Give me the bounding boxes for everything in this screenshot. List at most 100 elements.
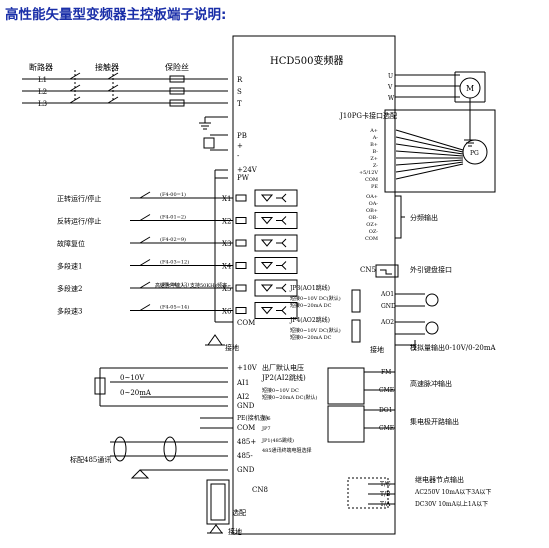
- freq-div-term: OB+: [366, 208, 378, 214]
- contactor-label: 接触器: [95, 62, 119, 72]
- phase-l1: L1: [38, 76, 47, 84]
- freq-div-term: OZ-: [369, 229, 379, 235]
- jp2-label: JP2(AI2跳线): [261, 373, 306, 382]
- term-tb: T/B: [380, 491, 391, 498]
- encoder-term: B-: [373, 149, 379, 155]
- jp7-label: JP7: [261, 426, 271, 432]
- term-do1: DO1: [379, 407, 393, 414]
- term-v: V: [387, 84, 393, 91]
- freq-div-term: OZ+: [366, 222, 378, 228]
- di-label: 多段速2: [57, 284, 82, 293]
- term-gnd2: GND: [237, 466, 255, 474]
- encoder-symbol: PG: [470, 150, 479, 157]
- term-com2: COM: [237, 424, 255, 432]
- term-gnd: GND: [237, 402, 255, 410]
- jp1-label: JP1(485跳线): [261, 437, 294, 444]
- di-func: (F4-03=12): [160, 259, 189, 266]
- jp2-opt1: 短接0~10V DC: [262, 387, 299, 394]
- freq-div-label: 分频输出: [410, 213, 438, 222]
- keypad-label: 外引键盘接口: [410, 265, 452, 274]
- di-label: 正转运行/停止: [57, 194, 101, 203]
- jp4-label: JP4(AO2跳线): [289, 316, 330, 324]
- phase-l2: L2: [38, 88, 47, 96]
- term-t: T: [237, 100, 242, 108]
- encoder-term: PE: [371, 184, 378, 190]
- term-tc: T/C: [380, 481, 391, 488]
- fuse-label: 保险丝: [165, 62, 189, 72]
- di-term: X6: [222, 308, 232, 316]
- di-func: (F4-04=13): [160, 281, 189, 288]
- jp3-opt1: 短接0~10V DC(默认): [290, 295, 341, 302]
- di-label: 多段速1: [57, 262, 82, 271]
- term-pb: PB: [237, 132, 247, 140]
- jp3-opt2: 短接0~20mA DC: [290, 302, 332, 309]
- term-fm: FM: [381, 369, 391, 376]
- relay-spec-dc: DC30V 10mA以上1A以下: [415, 500, 488, 508]
- option-label: 选配: [232, 508, 246, 517]
- analog-out-label: 模拟量输出0-10V/0-20mA: [410, 343, 497, 352]
- di-term: X1: [222, 195, 231, 203]
- di-func: (F4-02=9): [160, 236, 186, 243]
- term-485n: 485-: [237, 452, 253, 460]
- di-term: X3: [222, 240, 231, 248]
- encoder-term: +5/12V: [359, 170, 378, 176]
- pulse-out-label: 高速脉冲输出: [410, 379, 452, 388]
- freq-div-term: OA+: [366, 194, 378, 200]
- phase-l3: L3: [38, 100, 47, 108]
- cn8-label: CN8: [252, 486, 268, 494]
- term-ai1: AI1: [236, 379, 249, 387]
- page-title: 高性能矢量型变频器主控板端子说明:: [5, 7, 227, 23]
- di-term: X5: [222, 285, 231, 293]
- relay-spec-ac: AC250V 10mA以下3A以下: [414, 489, 491, 496]
- term-ao1: AO1: [380, 291, 394, 298]
- pg-label: J10PG卡接口选配: [339, 111, 397, 120]
- di-label: 故障复位: [57, 239, 85, 248]
- pe-label: PE(接机壳): [237, 414, 268, 422]
- di-label: 多段速3: [57, 307, 82, 316]
- jp4-opt1: 短接0~10V DC(默认): [290, 327, 341, 334]
- term-cme: CME: [379, 387, 394, 394]
- cn5-label: CN5: [360, 266, 376, 274]
- term-r: R: [237, 76, 243, 84]
- ai-range2: 0~20mA: [120, 389, 152, 397]
- freq-div-term: OA-: [369, 201, 379, 207]
- jp4-opt2: 短接0~20mA DC: [290, 334, 332, 341]
- term-plus: +: [237, 142, 243, 150]
- x5-note: 高速脉冲输入，支持50KHz频率: [155, 282, 227, 289]
- inverter-model: HCD500变频器: [270, 54, 343, 67]
- term-minus: -: [237, 152, 240, 160]
- oc-out-label: 集电极开路输出: [410, 417, 459, 426]
- freq-div-term: OB-: [368, 215, 378, 221]
- term-24v: +24V: [237, 166, 258, 174]
- ground2-label: 接地: [228, 527, 242, 536]
- term-s: S: [237, 88, 242, 96]
- encoder-term: Z+: [370, 156, 378, 162]
- factory-default: 出厂默认电压: [262, 363, 304, 372]
- ai-range1: 0~10V: [120, 374, 145, 382]
- term-ai2: AI2: [236, 393, 249, 401]
- encoder-term: A+: [369, 128, 378, 134]
- freq-div-term: COM: [365, 236, 378, 242]
- encoder-term: B+: [370, 142, 378, 148]
- rs485-label: 标配485通讯: [70, 455, 111, 464]
- term-pw: PW: [237, 174, 250, 182]
- term-ta: T/A: [380, 501, 391, 508]
- term-w: W: [388, 95, 395, 102]
- jp3-label: JP3(AO1跳线): [289, 284, 330, 292]
- jp2-opt2: 短接0~20mA DC(默认): [262, 394, 317, 401]
- term-gnd3: GND: [381, 303, 396, 310]
- di-func: (F4-05=14): [160, 304, 189, 311]
- di-func: (F4-01=2): [160, 214, 186, 221]
- di-term: X4: [222, 263, 232, 271]
- di-term: X2: [222, 218, 231, 226]
- term-cme2: CME: [379, 425, 394, 432]
- term-ao2: AO2: [380, 319, 394, 326]
- term-u: U: [388, 73, 393, 80]
- ground-label: 接地: [225, 343, 239, 352]
- relay-title: 继电器节点输出: [415, 475, 464, 484]
- motor-symbol: M: [466, 84, 474, 93]
- encoder-term: COM: [365, 177, 378, 183]
- breaker-label: 断路器: [29, 62, 53, 72]
- di-func: (F4-00=1): [160, 191, 186, 198]
